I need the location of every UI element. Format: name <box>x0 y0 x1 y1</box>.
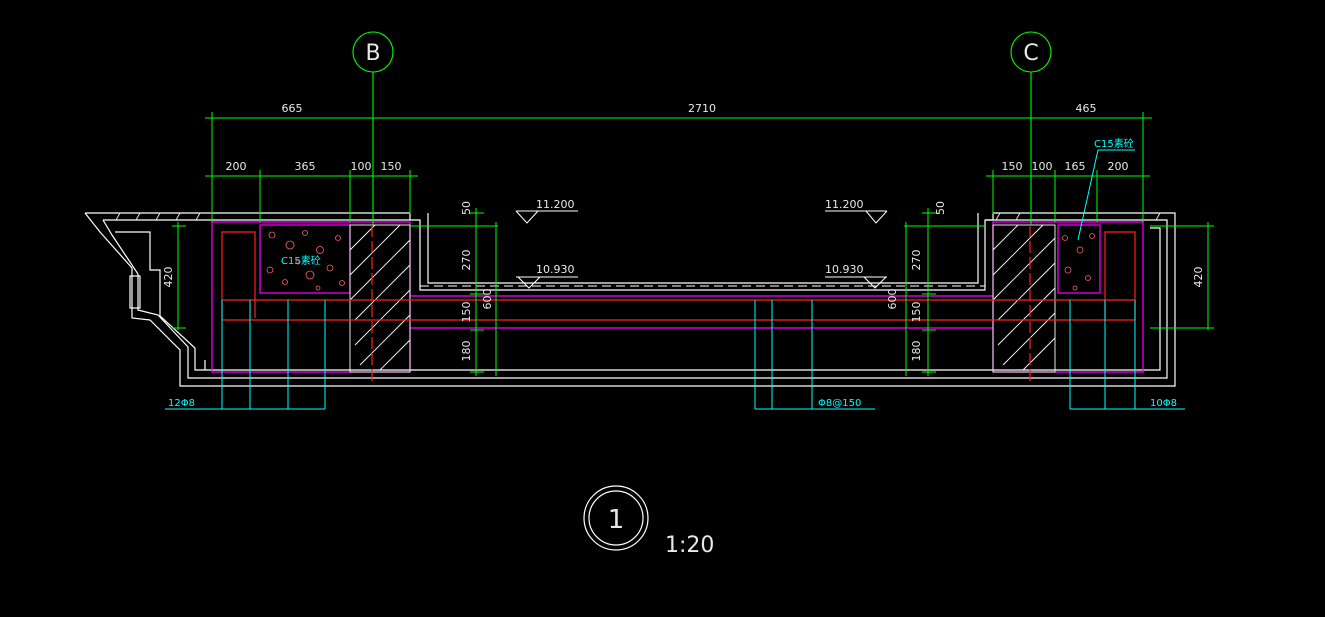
dim-top-2710: 2710 <box>688 102 716 115</box>
elevation-slab-left: 10.930 <box>536 263 575 276</box>
dim-left-200: 200 <box>226 160 247 173</box>
dim-top-665: 665 <box>282 102 303 115</box>
dim-right-165: 165 <box>1065 160 1086 173</box>
dim-rv-50: 50 <box>934 201 947 215</box>
dim-right-150: 150 <box>1002 160 1023 173</box>
dim-right-100: 100 <box>1032 160 1053 173</box>
dim-rv-600: 600 <box>886 289 899 310</box>
elevation-slab-right: 10.930 <box>825 263 864 276</box>
dim-left-100: 100 <box>351 160 372 173</box>
wall-top-hatch <box>115 212 1161 221</box>
rebar-label-left: 12Φ8 <box>168 398 195 409</box>
dim-left-150: 150 <box>381 160 402 173</box>
member-outlines <box>211 221 1144 373</box>
dim-lv-270: 270 <box>460 250 473 271</box>
axis-label-right: C <box>1023 41 1038 66</box>
elevation-top-right: 11.200 <box>825 198 864 211</box>
elevation-top-left: 11.200 <box>536 198 575 211</box>
dim-side-left-420: 420 <box>162 267 175 288</box>
rebar-label-middle: Φ8@150 <box>818 398 861 409</box>
dim-rv-270: 270 <box>910 250 923 271</box>
dim-lv-180: 180 <box>460 341 473 362</box>
material-label-left: C15素砼 <box>281 254 321 267</box>
detail-bubble <box>583 485 649 551</box>
dim-rv-150: 150 <box>910 302 923 323</box>
detail-scale: 1:20 <box>665 533 714 558</box>
left-column-hatch <box>349 224 411 373</box>
dim-right-200: 200 <box>1108 160 1129 173</box>
dim-lv-50: 50 <box>460 201 473 215</box>
rebar-lines <box>221 225 1136 382</box>
dim-rv-180: 180 <box>910 341 923 362</box>
dim-lv-600: 600 <box>481 289 494 310</box>
axis-label-left: B <box>365 41 380 66</box>
dim-top-465: 465 <box>1076 102 1097 115</box>
axis-lines <box>352 31 1052 225</box>
rebar-leaders <box>165 149 1185 410</box>
dim-side-right-420: 420 <box>1192 267 1205 288</box>
detail-number: 1 <box>608 505 625 535</box>
elevation-markers <box>515 210 888 289</box>
plain-concrete-fill <box>266 230 1095 291</box>
dim-lv-150: 150 <box>460 302 473 323</box>
rebar-label-right: 10Φ8 <box>1150 398 1177 409</box>
dim-left-365: 365 <box>295 160 316 173</box>
right-column-hatch <box>992 224 1056 373</box>
material-label-right: C15素砼 <box>1094 137 1134 150</box>
dimension-lines <box>172 112 1214 376</box>
